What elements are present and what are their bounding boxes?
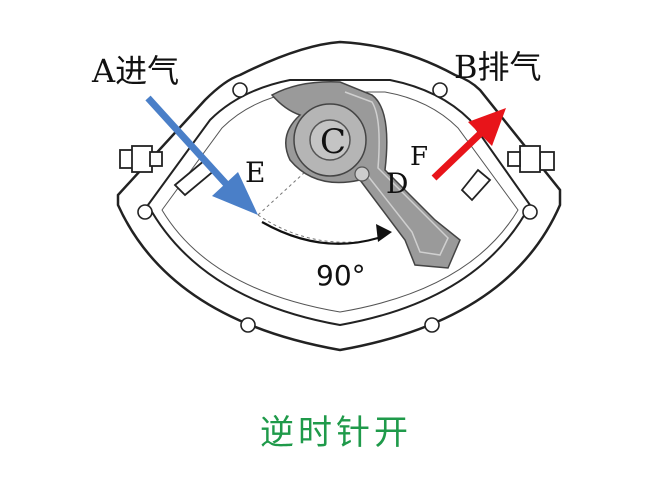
rotor-vane-inner [344,91,449,256]
rotor-shaft [309,119,351,161]
right-fitting [460,145,555,202]
angle-arc [261,221,379,245]
exhaust-label: B排气 [454,48,542,86]
caption: 逆时针开 [260,413,412,453]
exhaust-arrow [431,108,506,181]
angle-arrowhead [376,224,392,242]
label-d: D [386,167,408,200]
label-c: C [320,122,346,162]
housing-outline [116,40,562,352]
rotor-pin [354,166,370,182]
left-fitting [119,145,217,197]
housing-inner [146,79,532,327]
label-f: F [410,142,428,172]
bolt-holes [137,82,538,333]
label-e: E [245,156,265,189]
label-angle: 90° [316,259,366,292]
inlet-label: A进气 [91,52,179,90]
inlet-arrow [145,95,258,215]
